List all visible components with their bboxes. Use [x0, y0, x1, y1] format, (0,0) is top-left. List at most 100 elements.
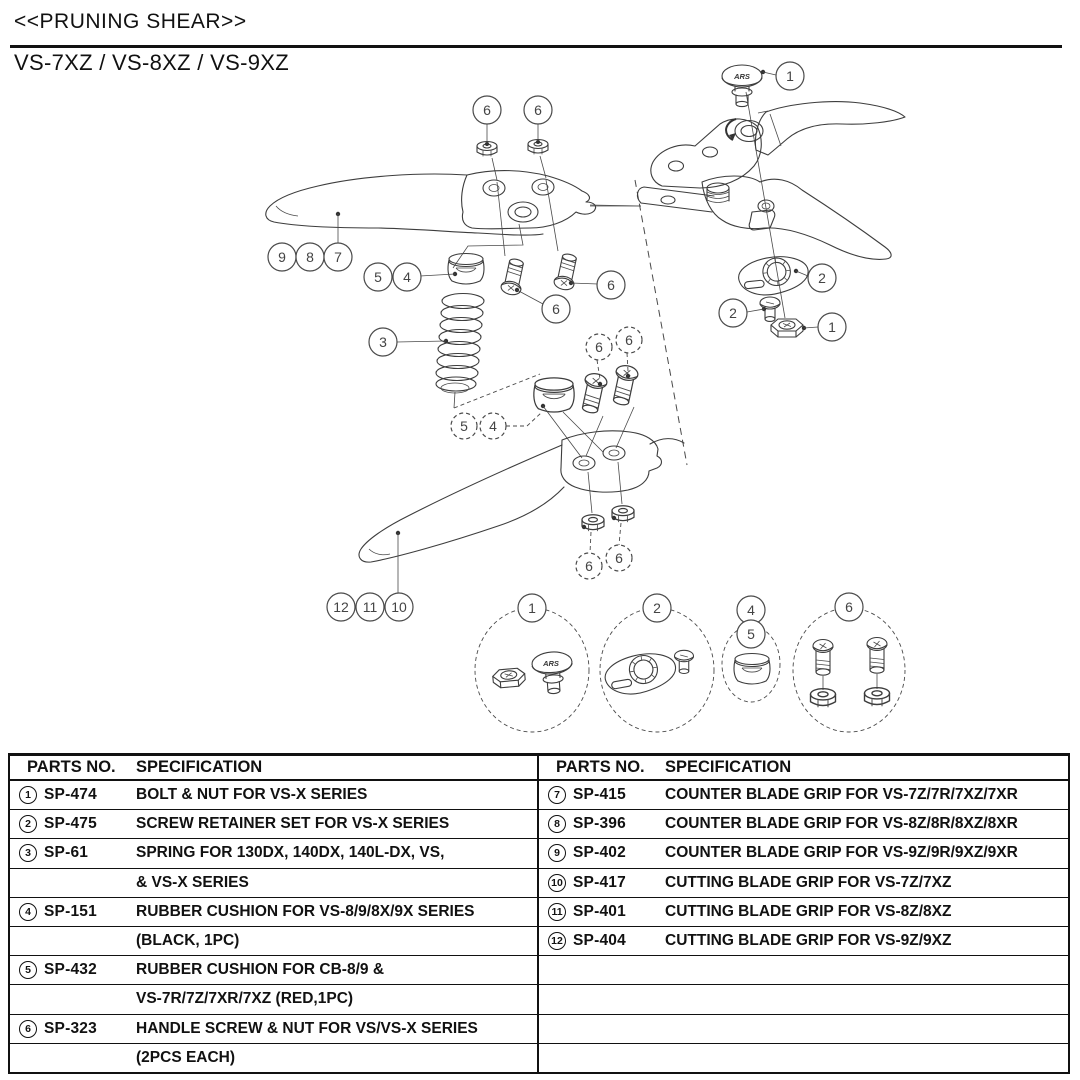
specification: HANDLE SCREW & NUT FOR VS/VS-X SERIES	[136, 1019, 478, 1037]
specification: CUTTING BLADE GRIP FOR VS-8Z/8XZ	[665, 902, 952, 920]
table-row: 3 SP-61 SPRING FOR 130DX, 140DX, 140L-DX, …	[10, 838, 537, 867]
callout-5: 5	[450, 412, 478, 440]
specification: SPRING FOR 130DX, 140DX, 140L-DX, VS,	[136, 844, 445, 862]
parts-no-cell: 8 SP-396	[539, 815, 665, 834]
callout-1: 1	[517, 593, 547, 623]
part-number: SP-404	[573, 932, 626, 950]
specification: CUTTING BLADE GRIP FOR VS-7Z/7XZ	[665, 873, 952, 891]
callout-1: 1	[775, 61, 805, 91]
callout-1: 1	[817, 312, 847, 342]
svg-text:2: 2	[729, 305, 737, 321]
retainer-plate	[736, 253, 811, 299]
parts-no-cell	[10, 990, 136, 1008]
svg-text:6: 6	[534, 102, 542, 118]
specification: & VS-X SERIES	[136, 873, 249, 891]
parts-no-cell: 4 SP-151	[10, 902, 136, 921]
grip-screw	[577, 371, 609, 416]
svg-text:5: 5	[374, 269, 382, 285]
callout-6: 6	[834, 592, 864, 622]
table-header-row: PARTS NO. SPECIFICATION	[10, 756, 537, 780]
cutting-blade-grip-assembly	[358, 352, 685, 593]
callout-4: 4	[736, 595, 766, 625]
parts-no-cell	[10, 1049, 136, 1067]
svg-text:5: 5	[747, 626, 755, 642]
specification: RUBBER CUSHION FOR CB-8/9 &	[136, 961, 385, 979]
callout-6: 6	[596, 270, 626, 300]
svg-text:6: 6	[483, 102, 491, 118]
specification: VS-7R/7Z/7XR/7XZ (RED,1PC)	[136, 990, 354, 1008]
part-number: SP-151	[44, 902, 97, 920]
table-row: & VS-X SERIES	[10, 867, 537, 897]
svg-text:6: 6	[595, 339, 603, 355]
spring	[435, 292, 485, 394]
svg-text:4: 4	[747, 602, 755, 618]
svg-text:6: 6	[585, 558, 593, 574]
pivot-bolt: ARS	[721, 64, 763, 108]
callout-2: 2	[718, 298, 748, 328]
item-number-badge: 4	[19, 902, 37, 921]
detail-bubble-6	[792, 607, 906, 733]
svg-text:3: 3	[379, 334, 387, 350]
callout-11: 11	[355, 592, 385, 622]
svg-text:6: 6	[845, 599, 853, 615]
callout-9: 9	[267, 242, 297, 272]
part-number: SP-61	[44, 844, 89, 862]
handle-bolt	[552, 251, 581, 292]
specification: SCREW RETAINER SET FOR VS-X SERIES	[136, 815, 450, 833]
handle-bolt	[499, 256, 528, 297]
blade-head-assembly: ARS	[590, 64, 906, 338]
table-row: VS-7R/7Z/7XR/7XZ (RED,1PC)	[10, 984, 537, 1013]
item-number-badge: 3	[19, 844, 37, 863]
specification: COUNTER BLADE GRIP FOR VS-7Z/7R/7XZ/7XR	[665, 786, 1018, 804]
parts-no-cell	[539, 1049, 665, 1067]
specification: RUBBER CUSHION FOR VS-8/9/8X/9X SERIES	[136, 902, 475, 920]
svg-text:4: 4	[489, 418, 497, 434]
callout-5: 5	[363, 262, 393, 292]
callout-5: 5	[736, 619, 766, 649]
counter-blade-grip-assembly	[265, 123, 642, 394]
item-number-badge: 5	[19, 961, 37, 980]
item-number-badge: 8	[548, 815, 566, 834]
table-row: 4 SP-151 RUBBER CUSHION FOR VS-8/9/8X/9X S…	[10, 896, 537, 926]
table-row: 8 SP-396 COUNTER BLADE GRIP FOR VS-8Z/8R/8…	[539, 809, 1068, 838]
detail-bubbles: ARS	[474, 607, 906, 733]
callout-4: 4	[392, 262, 422, 292]
specification: COUNTER BLADE GRIP FOR VS-8Z/8R/8XZ/8XR	[665, 815, 1018, 833]
part-number: SP-323	[44, 1019, 97, 1037]
callout-6: 6	[472, 95, 502, 125]
part-number: SP-402	[573, 844, 626, 862]
item-number-badge: 11	[548, 902, 566, 921]
callout-12: 12	[326, 592, 356, 622]
callout-4: 4	[479, 412, 507, 440]
upper-handle-grip	[265, 173, 544, 236]
model-subtitle: VS-7XZ / VS-8XZ / VS-9XZ	[14, 50, 289, 75]
svg-text:ARS: ARS	[733, 72, 750, 81]
part-number: SP-396	[573, 815, 626, 833]
svg-text:2: 2	[818, 270, 826, 286]
svg-text:11: 11	[363, 599, 378, 615]
table-row	[539, 1042, 1068, 1072]
callout-6: 6	[605, 544, 633, 572]
upper-handle-head	[461, 170, 597, 230]
table-row: (BLACK, 1PC)	[10, 925, 537, 955]
svg-text:6: 6	[607, 277, 615, 293]
exploded-parts-diagram: ARS	[265, 61, 906, 733]
item-number-badge: 6	[19, 1019, 37, 1038]
callout-2: 2	[807, 263, 837, 293]
